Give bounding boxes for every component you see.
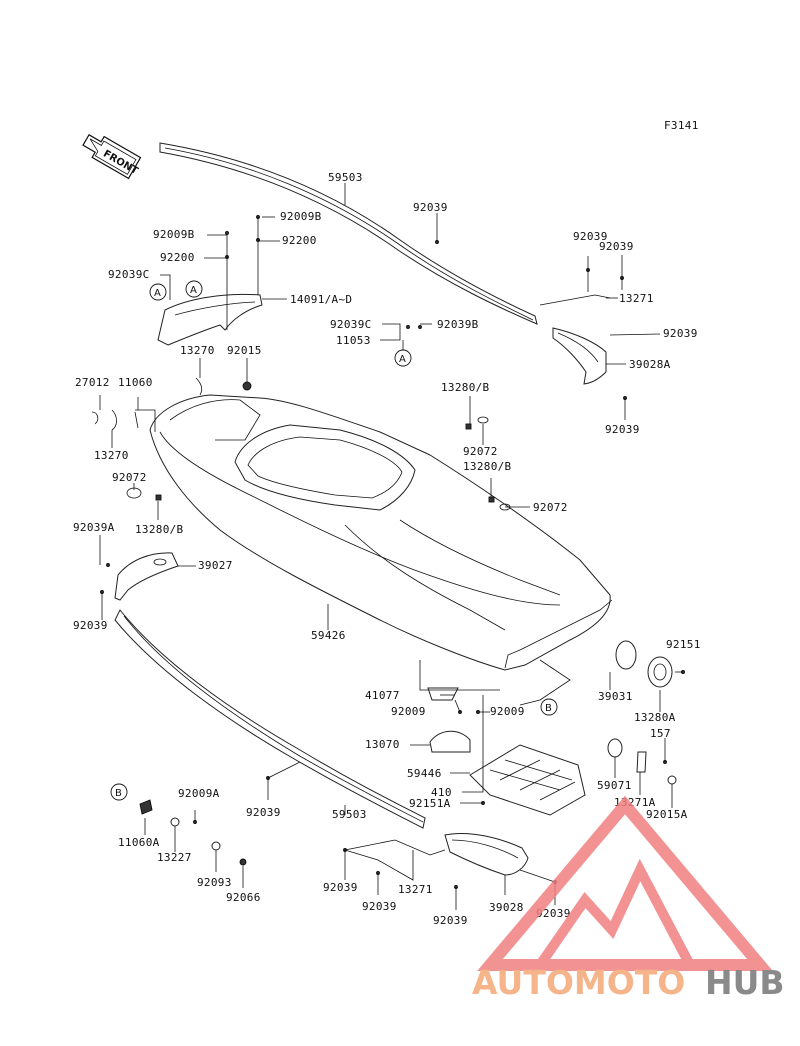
part-label: 59503 xyxy=(328,171,363,184)
upper-gunwale-strip xyxy=(159,142,538,325)
part-label: 39027 xyxy=(198,559,233,572)
part-labels: 59503 92039 92009B 92009B 92200 92200 92… xyxy=(73,171,701,927)
ref-b-label: B xyxy=(545,703,552,714)
lower-gunwale-strip xyxy=(114,609,426,829)
part-label: 13070 xyxy=(365,738,400,751)
bumper-39028A xyxy=(552,327,607,385)
part-label: 92072 xyxy=(533,501,568,514)
part-label: 92039 xyxy=(362,900,397,913)
part-label: 59446 xyxy=(407,767,442,780)
part-label: 39028A xyxy=(629,358,671,371)
part-label: 92072 xyxy=(112,471,147,484)
watermark-triangle-icon xyxy=(477,795,773,971)
part-label: 13270 xyxy=(94,449,129,462)
part-label: 27012 xyxy=(75,376,110,389)
part-label: 13280/B xyxy=(463,460,512,473)
part-label: 92039 xyxy=(605,423,640,436)
part-label: 41077 xyxy=(365,689,400,702)
part-label: 92039 xyxy=(323,881,358,894)
part-label: 92039 xyxy=(246,806,281,819)
watermark-m-icon xyxy=(535,858,695,968)
part-label: 92039 xyxy=(599,240,634,253)
ref-a-label: A xyxy=(154,288,161,299)
part-label: 13280/B xyxy=(441,381,490,394)
part-label: 13280A xyxy=(634,711,676,724)
part-label: 11060 xyxy=(118,376,153,389)
front-arrow-icon: FRONT xyxy=(82,133,142,180)
part-label: 92039 xyxy=(663,327,698,340)
bumper-39028 xyxy=(444,832,529,876)
part-label: 92039 xyxy=(73,619,108,632)
intake-grate-59446 xyxy=(469,744,586,816)
part-label: 92039 xyxy=(536,907,571,920)
ref-a-label: A xyxy=(399,354,406,365)
part-label: 92039C xyxy=(108,268,150,281)
part-label: 39028 xyxy=(489,901,524,914)
part-label: 92039 xyxy=(433,914,468,927)
part-label: 13271 xyxy=(619,292,654,305)
part-label: 13270 xyxy=(180,344,215,357)
part-label: 92009 xyxy=(391,705,426,718)
ref-a-label: A xyxy=(190,285,197,296)
part-label: 92039 xyxy=(413,201,448,214)
part-label: 13280/B xyxy=(135,523,184,536)
part-label: 92009B xyxy=(153,228,195,241)
leader-lines xyxy=(99,183,683,910)
ref-marker-a-screw: A xyxy=(394,349,412,367)
ref-marker-a-hood: A xyxy=(185,280,203,298)
figure-id: F3141 xyxy=(664,119,699,132)
watermark-logo xyxy=(477,795,773,971)
part-label: 92151 xyxy=(666,638,701,651)
part-label: 92200 xyxy=(160,251,195,264)
part-label: 13271 xyxy=(398,883,433,896)
part-label: 157 xyxy=(650,727,671,740)
part-label: 59426 xyxy=(311,629,346,642)
watermark-text-left: AUTOMOTO xyxy=(472,963,685,1002)
ref-marker-b-hull: B xyxy=(540,698,558,716)
part-label: 14091/A~D xyxy=(290,293,352,306)
ref-marker-a-top: A xyxy=(149,283,167,301)
part-label: 410 xyxy=(431,786,452,799)
hull-59426 xyxy=(149,394,613,671)
part-label: 13227 xyxy=(157,851,192,864)
part-label: 92039A xyxy=(73,521,115,534)
part-label: 59071 xyxy=(597,779,632,792)
part-label: 92009A xyxy=(178,787,220,800)
small-parts xyxy=(91,215,685,889)
part-label: 92039C xyxy=(330,318,372,331)
part-label: 11060A xyxy=(118,836,160,849)
part-label: 92015 xyxy=(227,344,262,357)
part-label: 92151A xyxy=(409,797,451,810)
bumper-39027 xyxy=(114,552,179,601)
ref-marker-b-parts: B xyxy=(110,783,128,801)
hood-14091 xyxy=(157,293,263,346)
part-label: 39031 xyxy=(598,690,633,703)
part-label: 11053 xyxy=(336,334,371,347)
part-label: 92066 xyxy=(226,891,261,904)
part-label: 59503 xyxy=(332,808,367,821)
part-label: 92009 xyxy=(490,705,525,718)
part-label: 92200 xyxy=(282,234,317,247)
part-label: 92039 xyxy=(573,230,608,243)
part-label: 92072 xyxy=(463,445,498,458)
part-label: 92039B xyxy=(437,318,479,331)
ref-b-label: B xyxy=(115,788,122,799)
part-label: 92093 xyxy=(197,876,232,889)
part-label: 92009B xyxy=(280,210,322,223)
part-label: 92015A xyxy=(646,808,688,821)
watermark-text-right: HUB xyxy=(705,963,785,1002)
